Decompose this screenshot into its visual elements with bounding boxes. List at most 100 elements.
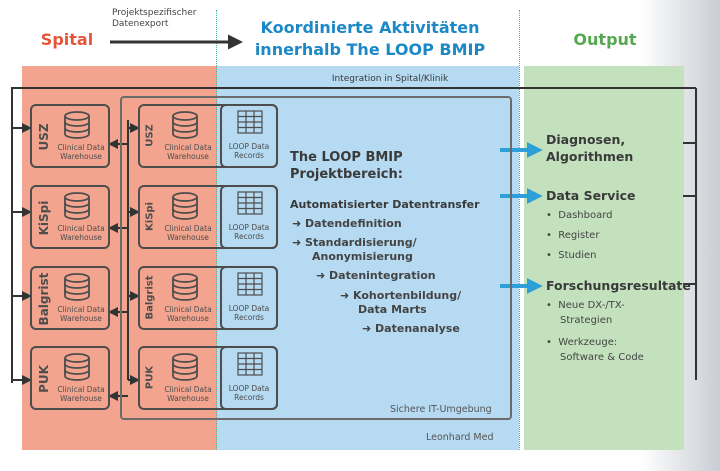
- integration-label: Integration in Spital/Klinik: [331, 74, 449, 84]
- output-header: Output: [573, 30, 637, 49]
- spital-column: [22, 66, 217, 450]
- warehouse-label-line1: Clinical Data: [57, 305, 105, 314]
- divider-right: [519, 10, 520, 450]
- loop-label-line1: LOOP Data: [228, 223, 270, 232]
- hospital-name: KiSpi: [144, 202, 156, 231]
- database-icon: [62, 191, 92, 225]
- research-item-cont: Software & Code: [560, 352, 644, 363]
- research-item: • Werkzeuge:: [546, 337, 618, 348]
- database-icon: [170, 352, 200, 386]
- warehouse-label-line1: Clinical Data: [57, 224, 105, 233]
- database-icon: [62, 352, 92, 386]
- service-item: • Register: [546, 230, 600, 241]
- secure-env-label: Sichere IT-Umgebung: [390, 404, 492, 415]
- step-1-label: Datendefinition: [305, 217, 402, 230]
- warehouse-label-line2: Warehouse: [60, 233, 102, 242]
- step-4b: Data Marts: [358, 303, 427, 316]
- project-title-line2: Projektbereich:: [290, 167, 403, 182]
- table-icon: [236, 270, 264, 302]
- warehouse-label-line1: Clinical Data: [164, 385, 212, 394]
- loop-label-line1: LOOP Data: [228, 304, 270, 313]
- hospital-name: KiSpi: [37, 200, 51, 236]
- step-3: ➜ Datenintegration: [316, 269, 436, 282]
- loop-label-line2: Records: [234, 151, 264, 160]
- warehouse-label-line1: Clinical Data: [164, 143, 212, 152]
- table-icon: [236, 108, 264, 140]
- center-column: [217, 66, 519, 450]
- loop-label-line2: Records: [234, 313, 264, 322]
- database-icon: [62, 110, 92, 144]
- warehouse-label-line1: Clinical Data: [57, 385, 105, 394]
- step-2b: Anonymisierung: [312, 250, 413, 263]
- database-icon: [170, 191, 200, 225]
- database-icon: [170, 272, 200, 306]
- step-2-label: Standardisierung/: [305, 236, 417, 249]
- loop-label-line2: Records: [234, 232, 264, 241]
- warehouse-label-line2: Warehouse: [167, 394, 209, 403]
- warehouse-label-line2: Warehouse: [60, 314, 102, 323]
- step-4-label: Kohortenbildung/: [353, 289, 462, 302]
- diagnosen-line1: Diagnosen,: [546, 132, 626, 147]
- warehouse-label-line2: Warehouse: [60, 394, 102, 403]
- step-5-label: Datenanalyse: [375, 322, 460, 335]
- step-2: ➜ Standardisierung/: [292, 236, 417, 249]
- hospital-name: USZ: [37, 123, 51, 151]
- step-3-label: Datenintegration: [329, 269, 436, 282]
- divider-left: [216, 10, 217, 450]
- loop-label-line1: LOOP Data: [228, 142, 270, 151]
- warehouse-label-line2: Warehouse: [167, 152, 209, 161]
- export-label-line2: Datenexport: [112, 19, 169, 29]
- hospital-name: PUK: [144, 365, 156, 390]
- warehouse-label-line2: Warehouse: [167, 233, 209, 242]
- service-item-label: Register: [558, 230, 600, 241]
- leonhard-label: Leonhard Med: [426, 432, 494, 443]
- warehouse-label-line2: Warehouse: [167, 314, 209, 323]
- step-4: ➜ Kohortenbildung/: [340, 289, 462, 302]
- hospital-name: USZ: [144, 124, 156, 147]
- data-service-title: Data Service: [546, 188, 636, 203]
- table-icon: [236, 189, 264, 221]
- warehouse-label-line1: Clinical Data: [164, 305, 212, 314]
- research-item-cont: Strategien: [560, 315, 613, 326]
- service-item-label: Dashboard: [558, 210, 613, 221]
- service-item: • Dashboard: [546, 210, 613, 221]
- diagnosen-line2: Algorithmen: [546, 149, 634, 164]
- center-header-line1: Koordinierte Aktivitäten: [260, 18, 480, 37]
- spital-header: Spital: [40, 30, 94, 49]
- step-5: ➜ Datenanalyse: [362, 322, 460, 335]
- service-item: • Studien: [546, 250, 597, 261]
- step-1: ➜ Datendefinition: [292, 217, 402, 230]
- database-icon: [170, 110, 200, 144]
- export-label-line1: Projektspezifischer: [112, 8, 197, 18]
- warehouse-label-line2: Warehouse: [60, 152, 102, 161]
- project-title-line1: The LOOP BMIP: [290, 150, 403, 165]
- research-title: Forschungsresultate: [546, 278, 691, 293]
- hospital-name: Balgrist: [37, 272, 51, 326]
- research-item-label: Neue DX-/TX-: [558, 300, 625, 311]
- hospital-name: Balgrist: [144, 275, 156, 320]
- output-column: [524, 66, 684, 450]
- loop-label-line1: LOOP Data: [228, 384, 270, 393]
